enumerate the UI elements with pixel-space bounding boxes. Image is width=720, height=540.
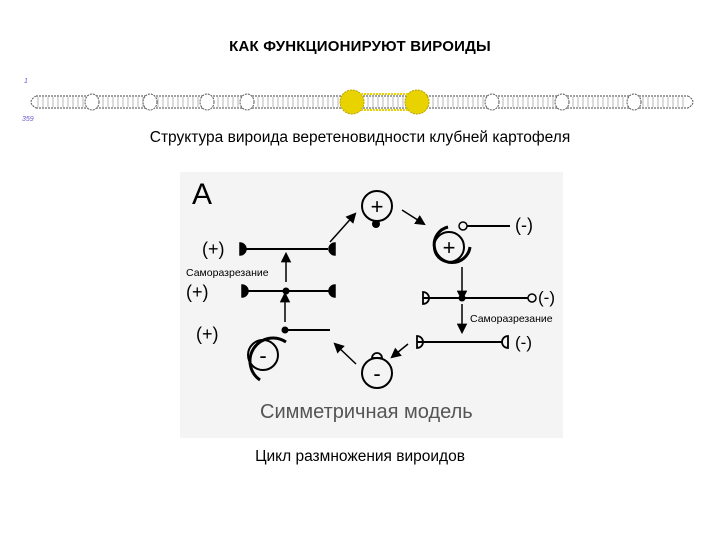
rna-end-index: 359 [22, 116, 34, 123]
label-minus-1: (-) [515, 215, 533, 235]
left-minus-circle [247, 339, 279, 371]
bottom-cap [371, 352, 383, 359]
model-title: Симметричная модель [260, 401, 473, 423]
right-plus-sign: + [443, 235, 456, 260]
right-tail-dot [458, 221, 468, 231]
label-plus-2: (+) [186, 282, 209, 302]
left-minus-sign: - [259, 343, 266, 368]
left-mid-dot [282, 287, 290, 295]
rna-structure-drawing [30, 89, 694, 115]
viroid-rna-structure: 1 359 [22, 78, 698, 130]
right-plus-spiral [432, 225, 472, 264]
left-minus-spiral [248, 336, 287, 382]
self-cleave-left-label: Саморазрезание [186, 267, 269, 279]
right-low-end-cap [501, 335, 509, 349]
bottom-minus-sign: - [373, 361, 380, 386]
arrow-to-left-bottom [333, 342, 357, 365]
cycle-caption: Цикл размножения вироидов [255, 448, 465, 465]
left-top-end-cap [328, 242, 336, 256]
right-mid-end [527, 293, 537, 303]
replication-cycle-diagram: A + + (-) (-) Саморазрезание (-) - [180, 172, 563, 438]
right-mid-dot [458, 294, 466, 302]
panel-letter: A [192, 178, 212, 211]
rna-start-index: 1 [24, 78, 28, 85]
structure-caption: Структура вироида веретеновидности клубн… [149, 129, 571, 146]
left-mid-end-cap [328, 284, 336, 298]
arrow-bottom-left [390, 343, 409, 359]
arrow-to-top [329, 212, 357, 243]
cycle-svg: A + + (-) (-) Саморазрезание (-) - [186, 178, 555, 423]
self-cleave-right-label: Саморазрезание [470, 313, 553, 325]
label-minus-2: (-) [538, 288, 555, 307]
arrow-top-right [401, 209, 426, 226]
label-plus-3: (+) [196, 324, 219, 344]
label-minus-3: (-) [515, 333, 532, 352]
top-plus-sign: + [371, 194, 384, 219]
right-plus-circle [433, 231, 465, 263]
label-plus-1: (+) [202, 239, 225, 259]
page-title: КАК ФУНКЦИОНИРУЮТ ВИРОИДЫ [229, 38, 491, 55]
top-dot [372, 220, 380, 228]
